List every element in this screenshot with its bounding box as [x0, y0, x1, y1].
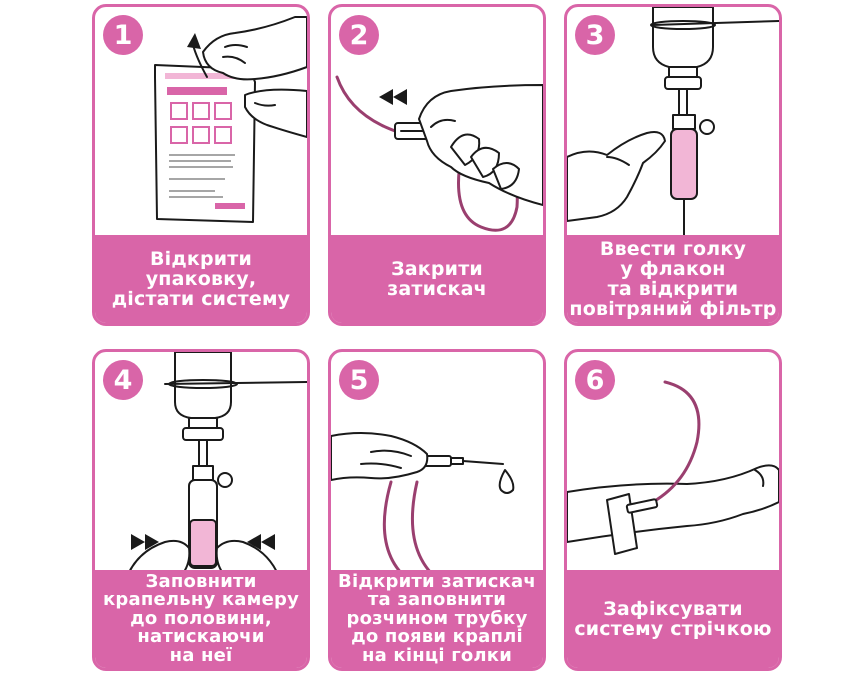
step-number-badge: 1 — [103, 15, 143, 55]
step-card-3: 3 Ввести голку у флакон та відкрити пові… — [564, 4, 782, 326]
step-caption: Відкрити затискач та заповнити розчином … — [331, 570, 543, 668]
step-number-badge: 4 — [103, 360, 143, 400]
step-number-badge: 3 — [575, 15, 615, 55]
open-package-illustration — [154, 16, 307, 223]
step-card-5: 5 Відкрити затискач та заповнити розчино… — [328, 349, 546, 671]
step-number-badge: 5 — [339, 360, 379, 400]
step-number-badge: 2 — [339, 15, 379, 55]
step-number-badge: 6 — [575, 360, 615, 400]
step-caption: Зафіксувати систему стрічкою — [567, 570, 779, 668]
step-caption: Відкрити упаковку, дістати систему — [95, 235, 307, 323]
step-card-4: 4 Заповнити крапельну камеру до половини… — [92, 349, 310, 671]
step-caption: Ввести голку у флакон та відкрити повітр… — [567, 235, 779, 323]
step-card-1: 1 Відкрити упаковку, дістати систему — [92, 4, 310, 326]
close-clamp-illustration — [335, 75, 543, 232]
step-caption: Закрити затискач — [331, 235, 543, 323]
fix-with-tape-illustration — [567, 380, 779, 555]
step-card-2: 2 Закрити затискач — [328, 4, 546, 326]
insert-needle-illustration — [567, 7, 779, 237]
step-card-6: 6 Зафіксувати систему стрічкою — [564, 349, 782, 671]
step-caption: Заповнити крапельну камеру до половини, … — [95, 570, 307, 668]
